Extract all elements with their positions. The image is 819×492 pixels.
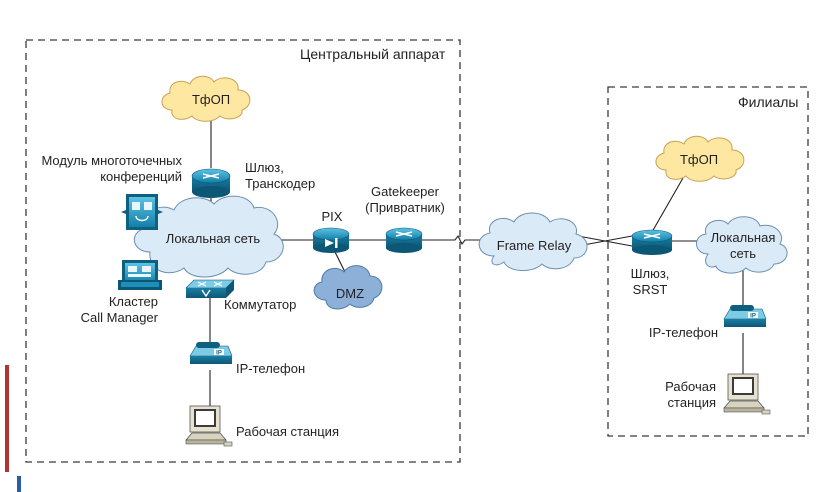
label-switch: Коммутатор — [224, 297, 297, 312]
region-branches-border — [607, 86, 809, 437]
cloud-label-frame-relay: Frame Relay — [496, 238, 572, 253]
cloud-dmz — [313, 265, 383, 310]
conference-module-icon — [121, 194, 163, 230]
label-gateway-1: Шлюз, — [245, 160, 284, 175]
label-ip-phone-central: IP-телефон — [236, 361, 306, 376]
svg-text:IP: IP — [216, 351, 222, 357]
link-branch-pstn — [651, 177, 684, 233]
cloud-label-lan-central: Локальная сеть — [165, 231, 261, 246]
label-workstation-branch-2: станция — [667, 395, 716, 410]
switch-icon — [185, 279, 235, 298]
region-title-central: Центральный аппарат — [300, 46, 446, 62]
cloud-label-pstn-branch: ТфОП — [679, 152, 719, 167]
label-branch-gw-1: Шлюз, — [630, 266, 670, 281]
router-icon — [191, 168, 231, 198]
label-conference-1: Модуль многоточечных — [41, 153, 182, 168]
cloud-frame-relay — [478, 212, 588, 271]
cloud-label-pstn-central: ТфОП — [191, 92, 231, 107]
cloud-label-lan-branch-1: Локальная — [710, 230, 776, 245]
label-cluster-2: Call Manager — [80, 310, 158, 325]
accent-bar-red — [5, 365, 9, 472]
label-gatekeeper-1: Gatekeeper — [371, 184, 439, 199]
label-workstation-central: Рабочая станция — [236, 424, 339, 439]
region-title-branches: Филиалы — [738, 94, 799, 110]
router-icon — [385, 227, 423, 253]
workstation-icon — [723, 373, 771, 415]
cloud-pstn-branch — [655, 135, 745, 182]
ip-phone-icon: IP — [723, 305, 767, 327]
workstation-icon — [185, 405, 233, 447]
label-branch-gw-2: SRST — [632, 282, 668, 297]
label-gatekeeper-2: (Привратник) — [365, 200, 445, 215]
cloud-lan-branch — [696, 216, 788, 274]
svg-text:IP: IP — [750, 314, 756, 320]
link-gatekeeper-framerelay — [420, 234, 484, 246]
label-gateway-2: Транскодер — [245, 176, 316, 191]
call-manager-cluster-icon — [118, 260, 162, 290]
cloud-label-dmz: DMZ — [335, 286, 365, 301]
ip-phone-icon: IP — [189, 342, 233, 364]
label-ip-phone-branch: IP-телефон — [648, 325, 718, 340]
firewall-icon — [312, 227, 350, 253]
cloud-pstn-central — [161, 75, 251, 122]
cloud-label-lan-branch-2: сеть — [729, 246, 757, 261]
router-icon — [631, 229, 673, 255]
label-pix: PIX — [321, 209, 343, 224]
accent-bar-blue — [17, 476, 21, 492]
label-cluster-1: Кластер — [108, 294, 158, 309]
label-conference-2: конференций — [100, 169, 182, 184]
label-workstation-branch-1: Рабочая — [665, 379, 716, 394]
region-central-border — [25, 39, 461, 463]
